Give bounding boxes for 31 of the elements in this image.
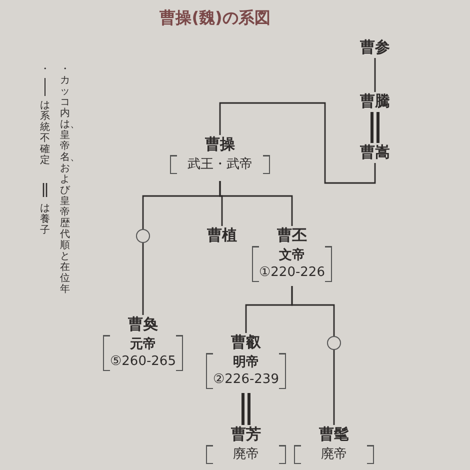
diagram-title: 曹操(魏)の系図 bbox=[158, 8, 272, 29]
lineage-line bbox=[219, 181, 293, 226]
person-name: 曹奐 bbox=[128, 315, 158, 333]
title-text: 元帝 bbox=[130, 336, 156, 353]
title-text: 文帝 bbox=[279, 247, 305, 264]
lineage-line bbox=[370, 110, 380, 144]
lineage-line bbox=[374, 58, 376, 92]
lineage-line bbox=[333, 350, 335, 425]
person-name: 曹騰 bbox=[360, 92, 390, 110]
person-name: 曹丕 bbox=[277, 226, 307, 244]
title-text: 廃帝 bbox=[321, 446, 347, 463]
person-name: 曹嵩 bbox=[360, 143, 390, 161]
person-name: 曹髦 bbox=[319, 425, 349, 443]
title-text: 武王・武帝 bbox=[188, 156, 252, 173]
reign-years: ⑤260-265 bbox=[110, 353, 176, 370]
legend-text: は系統不確定 bbox=[40, 100, 50, 166]
reign-years: ②226-239 bbox=[213, 371, 279, 388]
person-name: 曹叡 bbox=[231, 333, 261, 351]
lineage-line bbox=[242, 392, 250, 426]
title-text: 明帝 bbox=[233, 354, 259, 371]
person-name: 曹参 bbox=[360, 38, 390, 56]
title-text: 廃帝 bbox=[233, 446, 259, 463]
lineage-line bbox=[142, 243, 144, 315]
person-name: 曹植 bbox=[207, 226, 237, 244]
reign-years: ①220-226 bbox=[259, 264, 325, 281]
bullet-mark: ・ bbox=[40, 64, 50, 75]
person-name: 曹操 bbox=[205, 135, 235, 153]
lineage-line bbox=[219, 102, 376, 184]
lineage-line bbox=[291, 286, 335, 336]
legend-text: は養子 bbox=[40, 203, 50, 236]
person-name: 曹芳 bbox=[231, 425, 261, 443]
